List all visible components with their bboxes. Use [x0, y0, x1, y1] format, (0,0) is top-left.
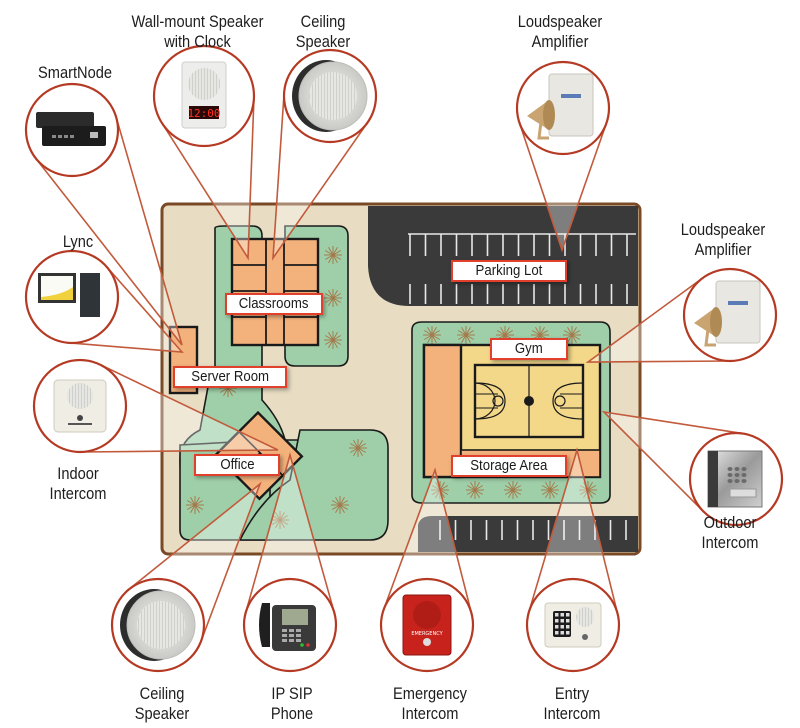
area-label-server-room: Server Room — [173, 366, 287, 388]
tree-icon — [541, 481, 559, 499]
tree-icon — [423, 326, 441, 344]
outdoor-intercom-icon — [707, 450, 763, 508]
callout-line — [528, 446, 619, 615]
area-label-classrooms: Classrooms — [225, 293, 323, 315]
desktop-computer-icon — [38, 273, 100, 317]
device-callout-lync — [24, 249, 120, 345]
tree-icon — [563, 326, 581, 344]
device-label-smartnode: SmartNode — [38, 63, 112, 82]
device-callout-indoor-intercom — [32, 358, 128, 454]
keypad-entry-intercom-icon — [544, 602, 602, 648]
device-callout-ip-sip-phone — [242, 577, 338, 673]
device-callout-smartnode — [24, 82, 120, 178]
tree-icon — [504, 481, 522, 499]
emergency-panel-text: EMERGENCY — [411, 631, 443, 637]
parking-lot — [368, 206, 638, 306]
tree-icon — [349, 439, 367, 457]
callout-line — [244, 452, 336, 613]
tree-icon — [324, 246, 342, 264]
clock-display: 12:00 — [187, 107, 220, 120]
callout-line — [80, 363, 279, 453]
device-label-lync: Lync — [62, 232, 94, 251]
tree-icon — [431, 481, 449, 499]
emergency-intercom-icon: EMERGENCY — [402, 594, 452, 656]
area-label-storage-area: Storage Area — [451, 455, 567, 477]
ceiling-speaker-icon — [120, 589, 196, 661]
gateway-device-icon — [36, 112, 106, 146]
loudspeaker-amplifier-icon — [694, 280, 761, 347]
device-callout-wall-speaker-clock: 12:00 — [152, 44, 256, 148]
device-callout-loudspeaker-amp-top — [515, 60, 611, 156]
tree-icon — [271, 511, 289, 529]
tree-icon — [331, 496, 349, 514]
indoor-intercom-icon — [53, 379, 107, 433]
desk-phone-icon — [259, 603, 316, 651]
tree-icon — [466, 481, 484, 499]
device-callout-loudspeaker-amp-right — [682, 267, 778, 363]
device-callout-ceiling-speaker-bottom — [110, 577, 206, 673]
device-callout-emergency-intercom: EMERGENCY — [379, 577, 475, 673]
area-label-office: Office — [194, 454, 280, 476]
callout-line — [383, 467, 473, 614]
tree-icon — [457, 326, 475, 344]
wall-speaker-clock-icon: 12:00 — [181, 61, 227, 129]
device-callout-ceiling-speaker-top — [282, 48, 378, 144]
parking-lot-lower — [418, 516, 638, 552]
ceiling-speaker-icon — [292, 60, 368, 132]
area-label-gym: Gym — [490, 338, 568, 360]
tree-icon — [186, 496, 204, 514]
trees — [186, 246, 597, 529]
device-callout-entry-intercom — [525, 577, 621, 673]
tree-icon — [324, 331, 342, 349]
callout-line — [518, 122, 608, 253]
device-callout-outdoor-intercom — [688, 431, 784, 527]
loudspeaker-amplifier-icon — [527, 73, 594, 140]
area-label-parking-lot: Parking Lot — [451, 260, 567, 282]
tree-icon — [324, 289, 342, 307]
